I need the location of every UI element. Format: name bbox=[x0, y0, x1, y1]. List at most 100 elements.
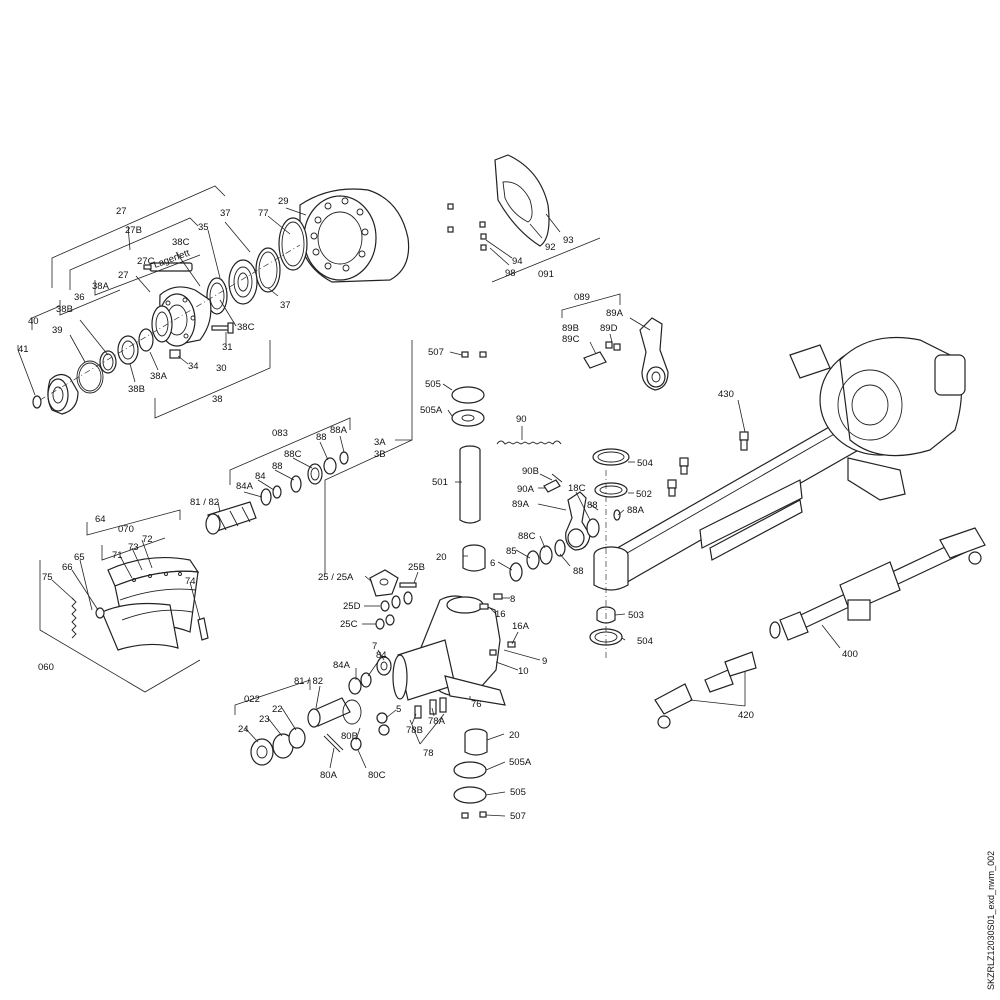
label-89D: 89D bbox=[600, 323, 618, 334]
label-40: 40 bbox=[28, 316, 39, 327]
label-505-bottom: 505 bbox=[510, 787, 526, 798]
label-88-right-2: 88 bbox=[573, 566, 584, 577]
label-88-left-2: 88 bbox=[272, 461, 283, 472]
label-3A: 3A bbox=[374, 437, 386, 448]
rings-84 bbox=[348, 672, 372, 695]
label-88C-left: 88C bbox=[284, 449, 302, 460]
label-88A-left: 88A bbox=[330, 425, 348, 436]
screws-507-top bbox=[461, 351, 487, 358]
rings-88-right bbox=[509, 509, 621, 582]
label-38C-top: 38C bbox=[172, 237, 190, 248]
label-29: 29 bbox=[278, 196, 289, 207]
ring-37 bbox=[255, 247, 281, 293]
label-25-25A: 25 / 25A bbox=[318, 572, 354, 583]
label-38B-bottom: 38B bbox=[128, 384, 145, 395]
label-78B: 78B bbox=[406, 725, 423, 736]
label-89C: 89C bbox=[562, 334, 580, 345]
label-504-top: 504 bbox=[637, 458, 653, 469]
label-38C-bottom: 38C bbox=[237, 322, 255, 333]
ring-38C bbox=[206, 277, 228, 315]
label-27B: 27B bbox=[125, 225, 142, 236]
label-27-inner: 27 bbox=[118, 270, 129, 281]
label-507-bottom: 507 bbox=[510, 811, 526, 822]
ring-38A bbox=[138, 328, 154, 352]
drawing-code: SKZRLZ12030S01_exd_nwm_002 bbox=[986, 851, 996, 990]
clips-90A bbox=[543, 473, 563, 493]
brake-drum bbox=[299, 188, 410, 283]
label-505A-bottom: 505A bbox=[509, 757, 532, 768]
label-98: 98 bbox=[505, 268, 516, 279]
tie-rod bbox=[769, 527, 986, 641]
label-80C: 80C bbox=[368, 770, 386, 781]
label-502: 502 bbox=[636, 489, 652, 500]
label-22: 22 bbox=[272, 704, 283, 715]
label-27: 27 bbox=[116, 206, 127, 217]
label-75: 75 bbox=[42, 572, 53, 583]
label-16: 16 bbox=[495, 609, 506, 620]
label-504-bottom: 504 bbox=[637, 636, 653, 647]
seal-ring-77 bbox=[278, 217, 308, 271]
grease-tube bbox=[143, 262, 193, 272]
label-25B: 25B bbox=[408, 562, 425, 573]
label-93: 93 bbox=[563, 235, 574, 246]
label-022: 022 bbox=[244, 694, 260, 705]
label-90: 90 bbox=[516, 414, 527, 425]
knuckle-bolts bbox=[479, 593, 516, 656]
label-083: 083 bbox=[272, 428, 288, 439]
seal-39 bbox=[76, 360, 104, 394]
shoe-spring-75 bbox=[71, 597, 77, 639]
label-90A: 90A bbox=[517, 484, 535, 495]
label-37-bottom: 37 bbox=[280, 300, 291, 311]
label-060: 060 bbox=[38, 662, 54, 673]
label-070: 070 bbox=[118, 524, 134, 535]
bolt-25B bbox=[399, 582, 417, 588]
slack-adjuster-top bbox=[639, 317, 669, 391]
label-37-top: 37 bbox=[220, 208, 231, 219]
label-400: 400 bbox=[842, 649, 858, 660]
hub-ring-27 bbox=[151, 305, 173, 343]
dust-shield bbox=[494, 154, 550, 247]
slack-adjuster-right bbox=[565, 491, 600, 551]
label-64: 64 bbox=[95, 514, 106, 525]
label-77: 77 bbox=[258, 208, 269, 219]
kingpin bbox=[459, 445, 481, 524]
brake-shoe-assembly bbox=[95, 556, 200, 651]
label-091: 091 bbox=[538, 269, 554, 280]
label-34: 34 bbox=[188, 361, 199, 372]
differential-housing bbox=[789, 336, 966, 501]
bearing-36 bbox=[117, 335, 139, 365]
label-9: 9 bbox=[542, 656, 547, 667]
label-18C: 18C bbox=[568, 483, 586, 494]
hub-axis bbox=[39, 244, 301, 401]
label-23: 23 bbox=[259, 714, 270, 725]
label-36: 36 bbox=[74, 292, 85, 303]
label-505A-top: 505A bbox=[420, 405, 443, 416]
label-84A-left: 84A bbox=[236, 481, 254, 492]
seal-ring-88C bbox=[342, 699, 362, 725]
label-25D: 25D bbox=[343, 601, 361, 612]
label-41: 41 bbox=[18, 344, 29, 355]
label-84A: 84A bbox=[333, 660, 351, 671]
label-76: 76 bbox=[471, 699, 482, 710]
tie-rod-end-420 bbox=[654, 651, 757, 729]
label-81-82: 81 / 82 bbox=[294, 676, 323, 687]
label-430: 430 bbox=[718, 389, 734, 400]
bolts-430 bbox=[667, 431, 749, 497]
clip-74 bbox=[197, 617, 209, 641]
label-5: 5 bbox=[396, 704, 401, 715]
label-84: 84 bbox=[376, 650, 387, 661]
pins-78 bbox=[414, 697, 447, 719]
camshaft-top bbox=[205, 501, 257, 535]
slack-adjuster-022 bbox=[250, 727, 306, 766]
camshaft-bottom bbox=[307, 697, 351, 728]
label-85: 85 bbox=[506, 546, 517, 557]
callout-labels: 27 27B 27C 27 Lagerfett 38C 35 37 77 29 … bbox=[18, 196, 858, 822]
label-74: 74 bbox=[185, 576, 196, 587]
label-65: 65 bbox=[74, 552, 85, 563]
seal-5 bbox=[376, 712, 390, 736]
adjuster-bolts-89D bbox=[605, 341, 621, 351]
washer-7 bbox=[376, 656, 392, 676]
steering-knuckle bbox=[392, 595, 506, 706]
washer-41 bbox=[32, 395, 42, 409]
label-20-top: 20 bbox=[436, 552, 447, 563]
